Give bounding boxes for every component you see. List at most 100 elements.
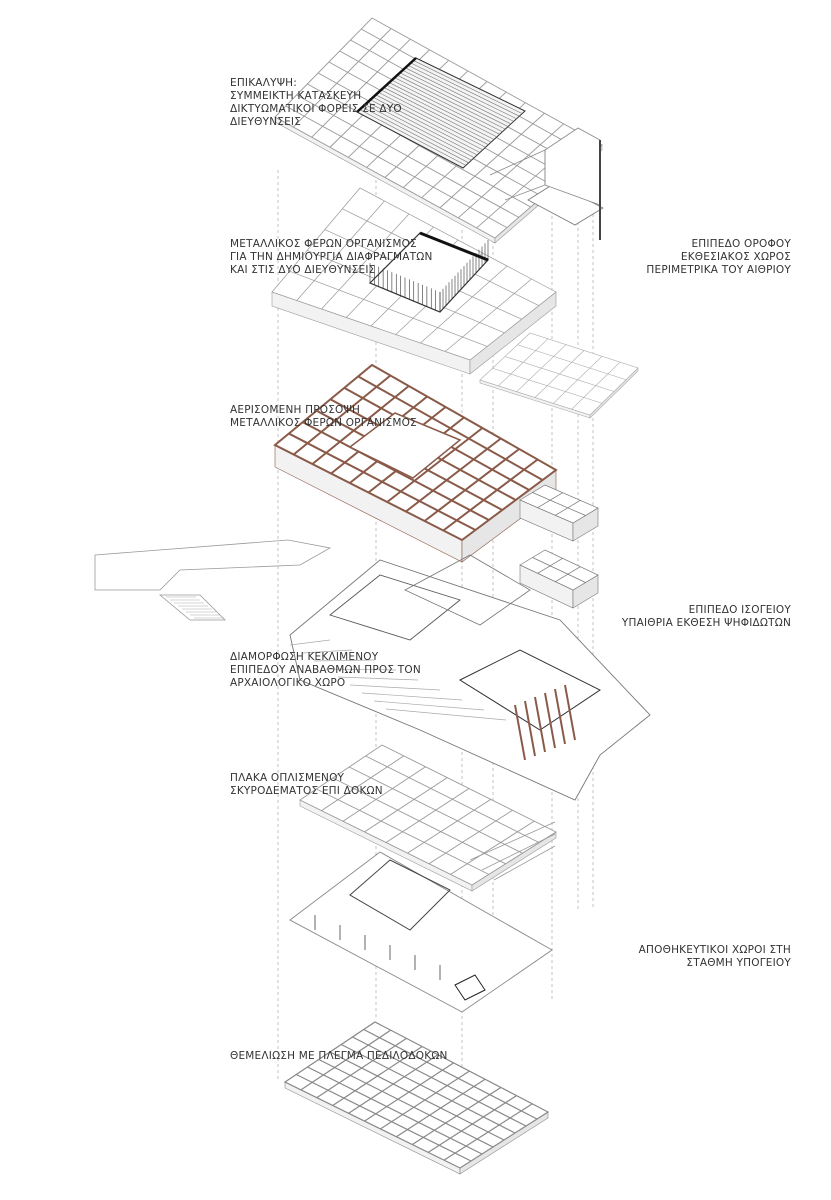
- skylight-truss: [375, 94, 483, 151]
- label-line: ΠΛΑΚΑ ΟΠΛΙΣΜΕΝΟΥ: [230, 772, 345, 784]
- slab-layer: [299, 744, 557, 892]
- skylight-truss: [402, 70, 512, 125]
- label-basement: ΑΠΟΘΗΚΕΥΤΙΚΟΙ ΧΩΡΟΙ ΣΤΗ ΣΤΑΘΜΗ ΥΠΟΓΕΙΟΥ: [639, 944, 791, 970]
- skylight-truss: [397, 74, 506, 130]
- grid-beam: [571, 361, 621, 410]
- terrace-step: [313, 659, 375, 662]
- label-steel-frame: ΜΕΤΑΛΛΙΚΟΣ ΦΕΡΩΝ ΟΡΓΑΝΙΣΜΟΣ ΓΙΑ ΤΗΝ ΔΗΜΙ…: [230, 238, 433, 277]
- skylight-truss: [364, 104, 472, 161]
- grid-beam: [380, 1070, 470, 1130]
- steel-column: [514, 704, 526, 761]
- steel-column: [534, 696, 546, 753]
- foundation-layer: [283, 1021, 550, 1175]
- steel-column: [554, 688, 566, 745]
- grid-beam: [293, 28, 392, 128]
- skylight-truss: [413, 60, 523, 114]
- entrance-ramp: [94, 539, 332, 591]
- terrace-step: [337, 676, 419, 681]
- beam-extension: [481, 833, 556, 871]
- label-foundation: ΘΕΜΕΛΙΩΣΗ ΜΕ ΠΛΕΓΜΑ ΠΕΔΙΛΟΔΟΚΩΝ: [230, 1050, 448, 1063]
- grid-beam: [407, 798, 491, 854]
- label-ground-floor: ΕΠΙΠΕΔΟ ΙΣΟΓΕΙΟΥ ΥΠΑΙΘΡΙΑ ΕΚΘΕΣΗ ΨΗΦΙΔΩΤ…: [622, 604, 791, 630]
- grid-beam: [296, 200, 385, 301]
- label-line: ΑΕΡΙΣΟΜΕΝΗ ΠΡΟΣΟΨΗ: [230, 404, 361, 416]
- module-roof: [527, 182, 604, 226]
- skylight-truss: [372, 97, 481, 153]
- atrium-beam: [419, 231, 489, 262]
- grid-beam: [534, 350, 585, 398]
- grid-beam: [311, 38, 411, 138]
- terrace-step: [385, 708, 507, 721]
- grid-beam: [348, 1054, 439, 1114]
- label-line: ΠΕΡΙΜΕΤΡΙΚΑ ΤΟΥ ΑΙΘΡΙΟΥ: [646, 264, 791, 276]
- terrace-step: [301, 649, 353, 654]
- atrium-void: [348, 412, 462, 479]
- service-core-upper: [519, 484, 599, 542]
- grid-beam: [405, 437, 502, 513]
- grid-beam: [516, 344, 567, 392]
- skylight-truss: [378, 92, 486, 148]
- label-facade: ΑΕΡΙΣΟΜΕΝΗ ΠΡΟΣΟΨΗ ΜΕΤΑΛΛΙΚΟΣ ΦΕΡΩΝ ΟΡΓΑ…: [230, 404, 417, 430]
- grid-beam: [295, 1073, 472, 1162]
- label-line: ΔΙΕΥΘΥΝΣΕΙΣ: [230, 116, 302, 128]
- skylight-truss: [383, 87, 492, 143]
- grid-beam: [427, 1095, 517, 1153]
- skylight-truss: [391, 79, 500, 135]
- skylight-truss: [394, 77, 503, 132]
- module-wall: [489, 149, 546, 201]
- grid-beam: [532, 492, 586, 516]
- grid-beam: [411, 1086, 502, 1146]
- grid-beam: [498, 338, 549, 387]
- label-upper-floor: ΕΠΙΠΕΔΟ ΟΡΟΦΟΥ ΕΚΘΕΣΙΑΚΟΣ ΧΩΡΟΣ ΠΕΡΙΜΕΤΡ…: [646, 238, 791, 277]
- grid-beam: [537, 492, 563, 508]
- skylight-truss: [389, 82, 497, 138]
- terrace-step: [325, 668, 397, 671]
- grid-beam: [553, 356, 603, 404]
- label-line: ΚΑΙ ΣΤΙΣ ΔΥΟ ΔΙΕΥΘΥΝΣΕΙΣ: [230, 264, 376, 276]
- grid-beam: [316, 1037, 407, 1099]
- skylight-truss: [367, 101, 475, 158]
- skylight-truss: [370, 99, 478, 156]
- grid-beam: [443, 1103, 533, 1161]
- label-line: ΥΠΑΙΘΡΙΑ ΕΚΘΕΣΗ ΨΗΦΙΔΩΤΩΝ: [621, 617, 791, 629]
- label-line: ΣΥΜΜΕΙΚΤΗ ΚΑΤΑΣΚΕΥΗ: [230, 90, 362, 102]
- label-line: ΕΠΙΠΕΔΟ ΟΡΟΦΟΥ: [691, 238, 791, 250]
- grid-beam: [300, 1029, 392, 1091]
- grid-beam: [332, 1046, 423, 1106]
- grid-beam: [555, 500, 581, 516]
- grid-beam: [385, 788, 470, 843]
- grid-beam: [420, 265, 508, 344]
- basement-layer: [289, 851, 553, 1013]
- grid-beam: [439, 112, 545, 209]
- ground-floor-layer: [94, 539, 651, 801]
- steel-column: [564, 684, 576, 741]
- label-slab: ΠΛΑΚΑ ΟΠΛΙΣΜΕΝΟΥ ΣΚΥΡΟΔΕΜΑΤΟΣ ΕΠΙ ΔΟΚΩΝ: [230, 772, 383, 798]
- label-line: ΕΠΙΠΕΔΟ ΙΣΟΓΕΙΟΥ: [688, 604, 791, 616]
- label-line: ΔΙΑΜΟΡΦΩΣΗ ΚΕΚΛΙΜΕΝΟΥ: [230, 651, 379, 663]
- grid-beam: [428, 809, 513, 865]
- grid-beam: [318, 1058, 494, 1148]
- basement-floor: [289, 851, 553, 1013]
- skylight-truss: [399, 72, 509, 127]
- label-terraces: ΔΙΑΜΟΡΦΩΣΗ ΚΕΚΛΙΜΕΝΟΥ ΕΠΙΠΕΔΟΥ ΑΝΑΒΑΘΜΩΝ…: [230, 651, 421, 690]
- label-roof: ΕΠΙΚΑΛΥΨΗ: ΣΥΜΜΕΙΚΤΗ ΚΑΤΑΣΚΕΥΗ ΔΙΚΤΥΩΜΑΤ…: [230, 77, 402, 129]
- grid-beam: [450, 820, 535, 875]
- upper-floor-module: [489, 127, 604, 240]
- grid-beam: [364, 1062, 454, 1122]
- grid-beam: [423, 448, 520, 522]
- terrace-step: [289, 639, 331, 646]
- grid-beam: [364, 777, 448, 833]
- grid-beam: [537, 558, 563, 574]
- skylight-truss: [359, 109, 466, 166]
- grid-beam: [363, 1028, 538, 1120]
- grid-beam: [340, 1043, 516, 1134]
- steel-frame-layer: [271, 187, 557, 375]
- grid-beam: [293, 374, 392, 456]
- grid-beam: [329, 1051, 505, 1141]
- label-line: ΜΕΤΑΛΛΙΚΟΣ ΦΕΡΩΝ ΟΡΓΑΝΙΣΜΟΣ: [230, 417, 417, 429]
- grid-beam: [442, 458, 539, 532]
- storage-rooms: [349, 859, 451, 931]
- ground-floor-platform: [289, 559, 651, 801]
